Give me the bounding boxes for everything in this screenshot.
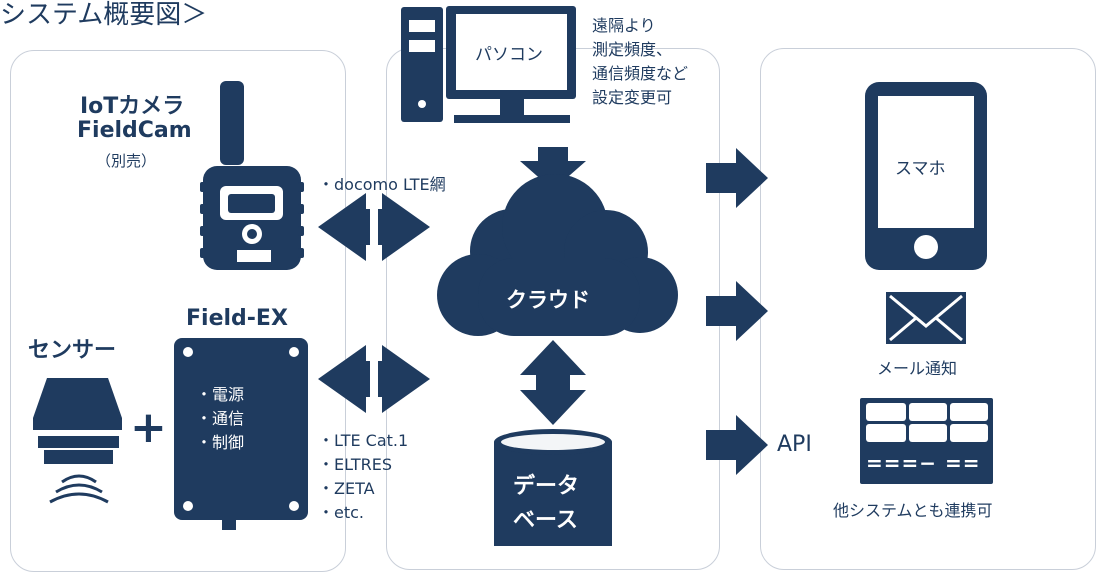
camera-cloud-arrow — [318, 193, 430, 261]
pc-tower-icon — [401, 7, 443, 122]
to-api-arrow — [706, 415, 768, 475]
network-bottom-4: ・etc. — [318, 503, 365, 522]
database-line-1: データ — [513, 474, 580, 499]
network-bottom-3: ・ZETA — [318, 479, 375, 498]
api-screen-text: ===− == — [866, 451, 981, 475]
network-bottom-2: ・ELTRES — [318, 455, 392, 474]
pc-note-line-3: 通信頻度など — [592, 64, 689, 83]
cloud-icon — [437, 174, 678, 336]
camera-model: FieldCam — [77, 118, 192, 143]
pc-to-cloud-arrow — [520, 147, 586, 190]
pc-label: パソコン — [475, 45, 543, 65]
diagram-title: システム概要図＞ — [0, 0, 208, 30]
device-feature-1: ・電源 — [196, 385, 245, 404]
api-screen-icon — [860, 398, 993, 484]
smartphone-icon — [865, 82, 987, 270]
camera-name: IoTカメラ — [80, 94, 185, 119]
sensor-label: センサー — [28, 338, 117, 363]
device-name: Field-EX — [186, 306, 288, 331]
diagram-graphics — [33, 6, 993, 546]
signal-icon — [49, 474, 109, 504]
camera-icon — [200, 81, 304, 270]
api-label: API — [777, 432, 812, 457]
database-line-2: ベース — [513, 508, 578, 533]
cloud-database-arrow — [520, 340, 586, 425]
field-ex-box — [174, 338, 308, 530]
cloud-label: クラウド — [506, 288, 590, 312]
pc-note-line-2: 測定頻度、 — [592, 40, 673, 59]
device-cloud-arrow — [318, 345, 430, 413]
to-mail-arrow — [706, 281, 768, 341]
network-bottom-1: ・LTE Cat.1 — [318, 431, 409, 450]
sensor-icon — [33, 378, 122, 464]
plus-sign: + — [130, 402, 167, 453]
pc-note-line-4: 設定変更可 — [592, 88, 673, 107]
to-phone-arrow — [706, 148, 768, 208]
mail-icon — [886, 292, 966, 344]
phone-label: スマホ — [895, 159, 946, 179]
pc-monitor-icon — [446, 6, 576, 123]
device-feature-2: ・通信 — [196, 409, 245, 428]
network-top-label: ・docomo LTE網 — [318, 175, 446, 194]
mail-label: メール通知 — [877, 359, 958, 378]
database-icon — [494, 429, 612, 546]
device-feature-3: ・制御 — [196, 433, 245, 452]
api-note: 他システムとも連携可 — [833, 501, 993, 520]
camera-note: （別売） — [96, 152, 157, 170]
pc-note-line-1: 遠隔より — [592, 16, 656, 35]
